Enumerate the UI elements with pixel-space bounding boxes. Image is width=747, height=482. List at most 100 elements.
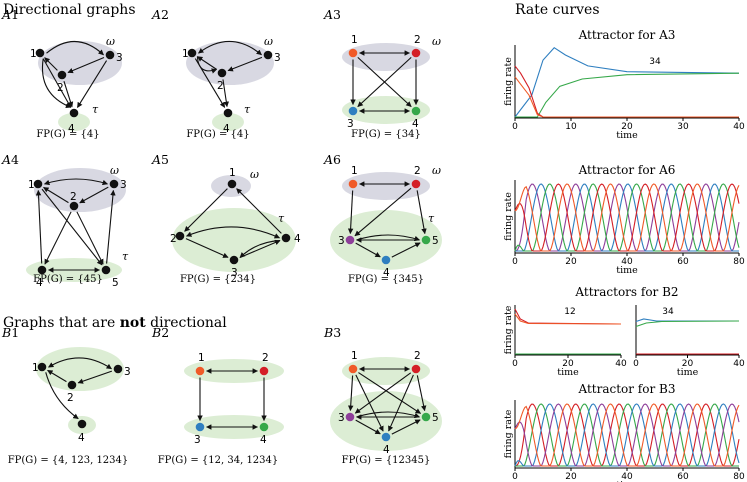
node-4 [411, 106, 421, 116]
node-4 [381, 432, 391, 442]
node-label-5: 5 [112, 277, 119, 289]
edge [196, 56, 218, 74]
edge [416, 375, 427, 412]
node-5 [421, 412, 431, 422]
section-title-not-directional: Graphs that are not directional [3, 315, 227, 331]
x-tick-label: 20 [621, 122, 633, 132]
panel-label-a4: A4 [1, 152, 19, 167]
node-label-3: 3 [194, 434, 201, 446]
fp-label-b1: FP(G) = {4, 123, 1234} [8, 455, 129, 466]
x-tick-label: 0 [512, 359, 518, 369]
edge [355, 419, 381, 435]
section-title-rate-curves: Rate curves [515, 2, 600, 18]
edge [236, 188, 282, 234]
node-label-1: 1 [30, 48, 37, 60]
edge [185, 226, 281, 239]
edge [357, 56, 412, 108]
x-tick-label: 60 [677, 257, 689, 267]
panel-label-a6: A6 [323, 152, 341, 167]
node-2 [411, 179, 421, 189]
series-orange [514, 313, 622, 325]
panel-label-a5: A5 [151, 152, 169, 167]
tau-label: τ [122, 250, 129, 263]
node-label-4: 4 [260, 434, 267, 446]
node-label-3: 3 [338, 235, 345, 247]
node-1 [37, 362, 47, 372]
node-label-1: 1 [351, 34, 358, 46]
node-label-4: 4 [412, 118, 419, 130]
series-green [514, 183, 740, 252]
node-label-3: 3 [231, 267, 238, 279]
panel-label-b2: B2 [151, 325, 169, 340]
node-3 [229, 255, 239, 265]
omega-label: ω [106, 35, 115, 48]
x-tick-label: 20 [562, 359, 574, 369]
node-label-1: 1 [198, 352, 205, 364]
node-2 [411, 364, 421, 374]
node-label-4: 4 [383, 267, 390, 279]
x-tick-label: 40 [621, 257, 633, 267]
y-axis-label: firing rate [503, 57, 514, 106]
node-1 [187, 48, 197, 58]
y-axis-label: firing rate [503, 305, 514, 354]
omega-label: ω [432, 164, 441, 177]
node-label-3: 3 [116, 52, 123, 64]
edge [77, 370, 113, 384]
x-axis-label: time [616, 480, 638, 482]
node-label-2: 2 [67, 392, 74, 404]
fp-label-a3: FP(G) = {34} [351, 129, 421, 140]
node-1 [195, 366, 205, 376]
node-4 [381, 255, 391, 265]
edge [239, 239, 281, 258]
edge [388, 374, 414, 432]
node-label-3: 3 [347, 118, 354, 130]
edge [41, 58, 72, 109]
x-axis-label: time [677, 367, 699, 378]
node-label-3: 3 [120, 179, 127, 191]
fp-label-b3: FP(G) = {12345} [342, 455, 431, 466]
node-1 [227, 179, 237, 189]
omega-label: ω [264, 35, 273, 48]
node-4 [223, 108, 233, 118]
x-tick-label: 10 [565, 122, 577, 132]
node-label-2: 2 [414, 34, 421, 46]
annotation: 12 [564, 307, 575, 317]
node-4 [259, 422, 269, 432]
chart-title: Attractor for B3 [578, 382, 676, 396]
node-3 [109, 179, 119, 189]
tau-region [212, 113, 244, 131]
chart-title: Attractors for B2 [574, 285, 678, 299]
node-label-1: 1 [182, 48, 189, 60]
fp-label-b2: FP(G) = {12, 34, 1234} [158, 455, 279, 466]
fp-label-a2: FP(G) = {4} [186, 129, 249, 140]
omega-label: ω [250, 168, 259, 181]
chart-title: Attractor for A6 [578, 163, 676, 177]
node-label-3: 3 [274, 52, 281, 64]
fp-label-a6: FP(G) = {345} [348, 274, 424, 285]
node-3 [105, 50, 115, 60]
x-tick-label: 0 [512, 122, 518, 132]
edge [106, 189, 116, 264]
edge [185, 238, 229, 258]
series-orange [514, 403, 740, 467]
edge [391, 419, 421, 435]
node-label-1: 1 [229, 167, 236, 179]
node-3 [113, 364, 123, 374]
section-title-directional: Directional graphs [3, 2, 136, 18]
edge [67, 56, 105, 74]
edge [43, 178, 109, 186]
node-4 [37, 265, 47, 275]
edge [354, 187, 412, 237]
node-label-2: 2 [414, 165, 421, 177]
edge [196, 56, 217, 70]
